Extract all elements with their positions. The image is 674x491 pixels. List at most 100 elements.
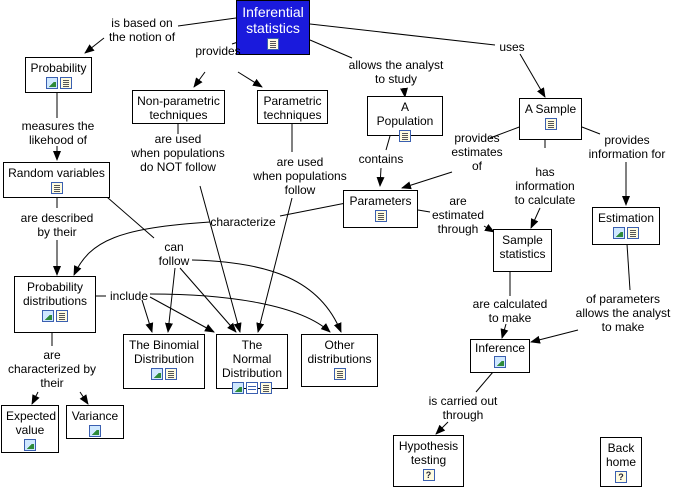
node-sample-statistics[interactable]: Sample statistics [493,229,552,272]
node-label: Random variables [8,166,105,180]
node-label: A Sample [524,102,577,116]
node-hypothesis-testing[interactable]: Hypothesis testing [393,435,464,487]
link-provides-param [237,71,263,88]
link-label-used-follow: are used when populations follow [253,155,347,197]
link-params-char [279,202,347,217]
node-label: Variance [71,409,119,423]
link-estimated-stats [483,223,495,233]
link-usednot-normal [199,185,242,333]
link-canfollow-other [191,259,342,333]
image-icon[interactable] [89,425,101,437]
node-binomial-distribution[interactable]: The Binomial Distribution [123,334,205,389]
node-estimation[interactable]: Estimation [592,207,660,245]
table-icon[interactable] [246,382,258,394]
node-nonparametric[interactable]: Non-parametric techniques [132,90,225,124]
link-calculated-inference [500,323,509,339]
link-label-used-not: are used when populations do NOT follow [131,132,225,174]
link-label-contains: contains [358,152,404,166]
link-label-allows: allows the analyst to study [348,58,444,86]
node-parameters[interactable]: Parameters [343,190,418,228]
link-include-other [149,293,331,333]
node-label: The Normal Distribution [221,338,283,380]
link-hasinfo-stats [530,207,541,229]
link-label-provides-estimates: provides estimates of [451,131,503,173]
node-label: Inference [475,341,526,355]
link-label-carried-out: is carried out through [428,394,498,422]
node-normal-distribution[interactable]: The Normal Distribution [216,334,288,394]
document-icon[interactable] [260,382,272,394]
link-label-of-parameters: of parameters allows the analyst to make [575,292,671,334]
node-inferential-statistics[interactable]: Inferential statistics [236,0,310,55]
link-canfollow-binomial [165,267,176,333]
document-icon[interactable] [399,130,411,142]
image-icon[interactable] [613,227,625,239]
link-root-allows [309,39,353,59]
link-root-uses [309,23,496,46]
node-random-variables[interactable]: Random variables [3,162,110,198]
link-label-measures: measures the likehood of [21,119,95,147]
node-label: Probability distributions [22,280,88,308]
document-icon[interactable] [59,77,72,89]
node-label: A Population [376,100,434,128]
document-icon[interactable] [165,368,177,380]
document-icon[interactable] [333,368,346,380]
node-probability-distributions[interactable]: Probability distributions [14,276,96,333]
node-label: The Binomial Distribution [128,338,200,366]
image-icon[interactable] [42,310,54,322]
link-pop-contains [385,135,391,151]
link-label-can-follow: can follow [158,240,190,268]
link-label-include: include [109,289,149,303]
link-usedfollow-normal [256,197,293,333]
image-icon[interactable] [24,439,36,451]
link-params-estimated [417,209,431,213]
link-root-probability-b [84,37,105,54]
link-label-provides-info: provides information for [588,133,666,161]
document-icon[interactable] [627,227,639,239]
node-label: Back home [605,441,637,469]
document-icon[interactable] [374,210,387,222]
link-provest-params [401,171,453,190]
node-parametric[interactable]: Parametric techniques [257,90,328,124]
link-allows-population [400,87,408,98]
image-icon[interactable] [494,356,506,368]
node-other-distributions[interactable]: Other distributions [301,334,378,387]
node-inference[interactable]: Inference [470,339,530,373]
document-icon[interactable] [544,118,557,130]
link-char-probdist [73,221,211,276]
node-expected-value[interactable]: Expected value [1,405,59,453]
image-icon[interactable] [151,368,163,380]
node-label: Inferential statistics [242,4,304,36]
link-sample-provinfo [581,126,601,135]
link-characterized-variance [79,391,89,405]
link-provides-nonparam [193,71,206,88]
node-back-home[interactable]: Back home [600,437,642,487]
node-label: Parameters [349,194,412,208]
node-label: Estimation [597,211,655,225]
link-label-described-by: are described by their [20,211,94,239]
link-include-binomial [141,299,154,333]
image-icon[interactable] [45,77,58,89]
link-label-characterized-by: are characterized by their [7,348,97,390]
node-probability[interactable]: Probability [25,57,92,93]
document-icon[interactable] [50,182,63,194]
node-label: Non-parametric techniques [137,94,220,122]
node-population[interactable]: A Population [367,96,443,142]
link-label-calculated: are calculated to make [472,297,548,325]
question-icon[interactable] [422,469,435,481]
link-label-are-estimated: are estimated through [431,194,485,236]
link-canfollow-normal [179,267,237,333]
link-uses-sample [519,53,546,98]
link-label-characterize: characterize [210,215,276,229]
question-icon[interactable] [615,471,627,483]
link-estimation-ofparams [626,243,631,291]
node-sample[interactable]: A Sample [519,98,582,140]
node-variance[interactable]: Variance [66,405,124,439]
link-label-uses: uses [499,40,525,54]
link-label-provides: provides [195,44,241,58]
link-contains-params [376,167,385,187]
image-icon[interactable] [232,382,244,394]
link-include-normal [149,296,215,333]
document-icon[interactable] [267,38,279,50]
document-icon[interactable] [56,310,68,322]
